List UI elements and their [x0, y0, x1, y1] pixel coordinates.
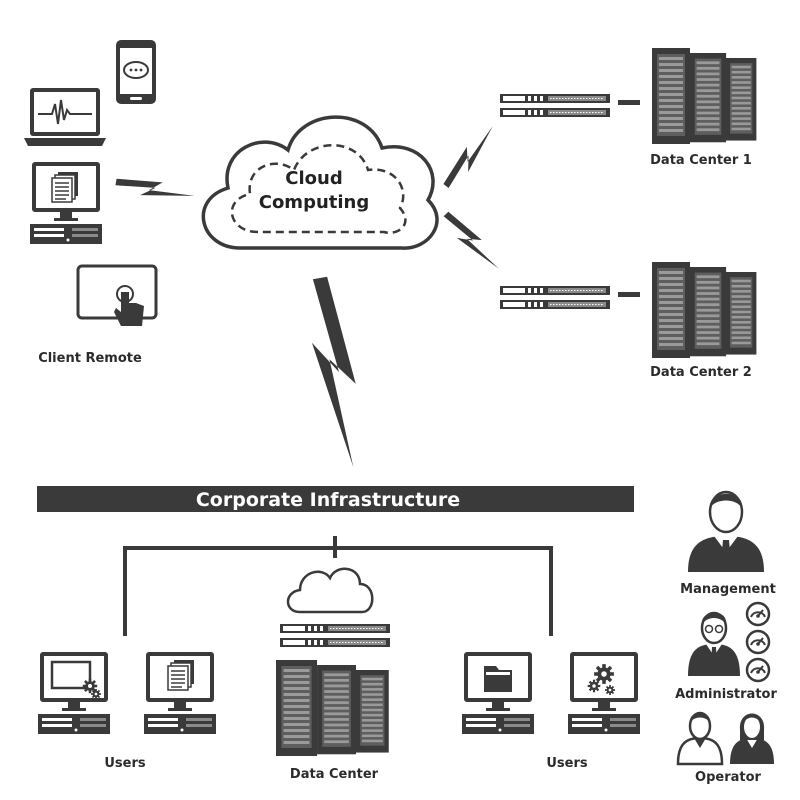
gauge-icon	[745, 601, 771, 627]
users-right-label: Users	[546, 756, 588, 771]
data-center-2-servers	[499, 262, 756, 358]
rack-server-icon	[279, 623, 391, 634]
user-computer-icon	[568, 652, 640, 734]
laptop-icon	[24, 88, 106, 146]
server-rack-icon	[652, 48, 756, 144]
rack-server-icon	[499, 93, 611, 104]
lightning-icon	[301, 275, 370, 471]
rack-server-icon	[279, 637, 391, 648]
administrator-label: Administrator	[675, 687, 777, 702]
touchscreen-icon	[76, 264, 158, 326]
administrator-person-icon	[688, 611, 740, 676]
lightning-icon	[439, 208, 505, 275]
corporate-infrastructure-bar: Corporate Infrastructure	[37, 486, 634, 512]
data-center-2-label: Data Center 2	[650, 365, 752, 380]
data-center-1-label: Data Center 1	[650, 153, 752, 168]
cloud-label-line1: Cloud	[285, 168, 342, 189]
rack-server-icon	[499, 107, 611, 118]
management-label: Management	[680, 582, 776, 597]
connector-lines	[123, 536, 553, 636]
smartphone-icon	[116, 40, 156, 104]
cloud-computing-icon: Cloud Computing	[201, 115, 439, 250]
management-person-icon	[688, 490, 764, 572]
server-rack-icon	[276, 660, 389, 756]
data-center-1-servers	[499, 48, 756, 144]
cloud-label-line2: Computing	[259, 192, 370, 213]
rack-server-icon	[499, 285, 611, 296]
user-computer-icon	[462, 652, 534, 734]
lightning-icon	[114, 174, 197, 205]
client-remote-label: Client Remote	[38, 351, 142, 366]
rack-server-icon	[499, 299, 611, 310]
user-computer-icon	[144, 652, 216, 734]
lightning-icon	[439, 121, 500, 192]
gauge-icon	[745, 657, 771, 683]
operator-person-icon	[676, 711, 724, 766]
data-center-label: Data Center	[290, 767, 379, 782]
corporate-data-center-servers	[276, 623, 391, 756]
user-computer-icon	[38, 652, 110, 734]
cloud-icon	[286, 567, 374, 614]
server-rack-icon	[652, 262, 756, 358]
operator-label: Operator	[695, 770, 762, 785]
operator-person-icon	[730, 713, 774, 764]
corporate-infrastructure-label: Corporate Infrastructure	[196, 489, 460, 511]
users-left-label: Users	[104, 756, 146, 771]
gauge-icon	[745, 629, 771, 655]
desktop-computer-icon	[30, 162, 102, 244]
